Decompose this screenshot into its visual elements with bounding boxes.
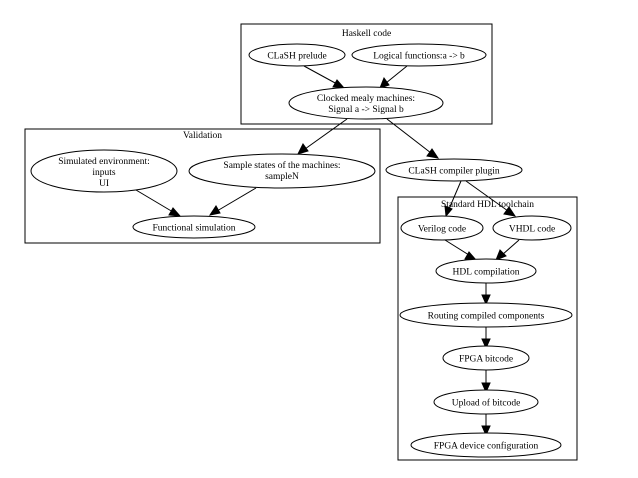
node-ellipse [351,43,487,67]
edge-line [216,187,257,212]
node-label: Routing compiled components [428,312,545,322]
edge-mealy-to-sample-states [297,118,348,155]
node-ellipse [132,215,256,239]
node-vhdl-code: VHDL code [492,215,572,241]
arrowhead [481,294,491,306]
edge-line [386,118,432,154]
node-ellipse [288,86,444,120]
node-label: Verilog code [418,225,466,235]
node-fpga-bitcode: FPGA bitcode [442,345,530,371]
node-label: Logical functions:a -> b [373,51,465,62]
edge-line [501,239,520,256]
node-sample-states: Sample states of the machines: sampleN [188,153,376,189]
cluster-validation: Validation [24,128,381,244]
arrowhead [481,338,491,350]
cluster-haskell-code: Haskell code [240,23,493,125]
edge-line [465,180,509,212]
edge-line [385,65,408,84]
node-ellipse [30,149,178,193]
node-label: CLaSH compiler plugin [408,167,500,177]
edge-compiler-plugin-to-vhdl [465,180,517,217]
node-label-line-1: Clocked mealy machines: [317,94,415,104]
node-ellipse [433,389,539,415]
arrowhead [379,76,390,89]
arrowhead [297,143,309,155]
edge-line [303,65,338,85]
node-fpga-device-configuration: FPGA device configuration [410,432,562,458]
arrowhead [208,205,221,216]
edge-compiler-plugin-to-verilog [444,180,462,218]
node-ellipse [188,153,376,189]
node-ellipse [385,158,523,182]
edge-line [304,118,348,150]
node-label-line-3: UI [99,179,109,189]
node-routing-compiled-components: Routing compiled components [399,302,573,328]
node-label: VHDL code [509,225,555,235]
node-verilog-code: Verilog code [400,215,484,241]
node-ellipse [492,215,572,241]
arrowhead [444,205,453,218]
node-upload-of-bitcode: Upload of bitcode [433,389,539,415]
arrowhead [168,207,182,217]
node-ellipse [435,258,537,284]
node-label-line-2: Signal a -> Signal b [328,105,404,115]
edge-sample-states-to-functional-sim [208,187,257,216]
node-clocked-mealy-machines: Clocked mealy machines: Signal a -> Sign… [288,86,444,120]
edge-vhdl-to-hdl-compilation [495,239,520,261]
cluster-standard-hdl-toolchain-box [397,196,578,461]
node-label: Upload of bitcode [452,398,521,409]
edge-upload-to-fpga-config [481,414,491,437]
node-label: FPGA bitcode [459,355,513,365]
arrowhead [495,249,507,261]
node-logical-functions: Logical functions:a -> b [351,43,487,67]
arrowhead [481,425,491,437]
node-clash-prelude: CLaSH prelude [248,43,346,67]
node-functional-simulation: Functional simulation [132,215,256,239]
edge-sim-env-to-functional-sim [135,189,182,217]
cluster-standard-hdl-toolchain: Standard HDL toolchain [397,196,578,461]
edge-mealy-to-compiler-plugin [386,118,440,159]
node-ellipse [399,302,573,328]
node-label-line-2: sampleN [265,172,299,182]
node-ellipse [400,215,484,241]
arrowhead [332,79,346,89]
arrowhead [481,382,491,394]
node-ellipse [410,432,562,458]
edge-clash-prelude-to-mealy [303,65,346,89]
node-label: CLaSH prelude [267,52,326,62]
cluster-validation-label: Validation [183,131,222,141]
node-label-line-1: Simulated environment: [58,157,150,167]
edge-fpga-bitcode-to-upload [481,370,491,394]
node-simulated-environment: Simulated environment: inputs UI [30,149,178,193]
edge-logical-functions-to-mealy [379,65,408,89]
node-ellipse [442,345,530,371]
node-clash-compiler-plugin: CLaSH compiler plugin [385,158,523,182]
edge-line [448,180,462,210]
edge-routing-to-fpga-bitcode [481,327,491,350]
arrowhead [503,206,517,217]
node-hdl-compilation: HDL compilation [435,258,537,284]
edge-line [135,189,174,213]
node-label: Functional simulation [152,224,235,234]
arrowhead [426,148,440,159]
node-label-line-1: Sample states of the machines: [223,160,340,171]
cluster-standard-hdl-toolchain-label: Standard HDL toolchain [441,200,534,210]
node-label: FPGA device configuration [434,441,539,452]
cluster-haskell-code-label: Haskell code [342,29,391,39]
node-ellipse [248,43,346,67]
node-label: HDL compilation [453,268,520,278]
edge-line [444,239,470,256]
cluster-haskell-code-box [240,23,493,125]
cluster-validation-box [24,128,381,244]
node-label-line-2: inputs [92,168,116,178]
edge-hdl-compilation-to-routing [481,283,491,306]
